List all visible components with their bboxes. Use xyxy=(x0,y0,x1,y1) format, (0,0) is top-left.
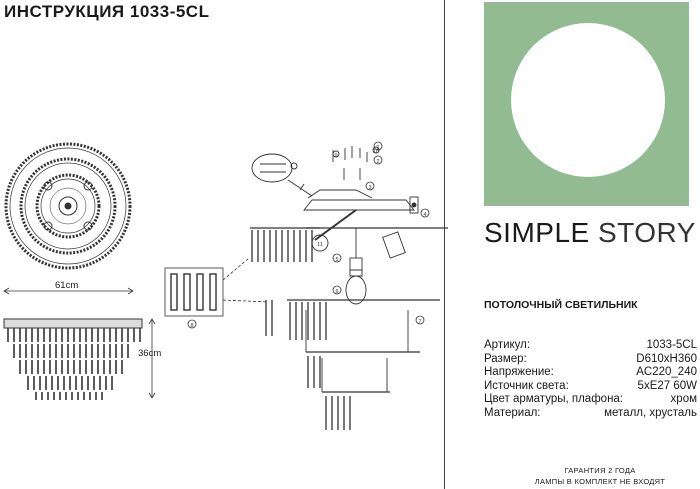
crystal-detail-box xyxy=(164,257,269,329)
spec-row: Цвет арматуры, плафона: хром xyxy=(484,393,697,407)
document-title: ИНСТРУКЦИЯ 1033-5CL xyxy=(4,2,210,21)
spec-label: Размер: xyxy=(484,352,527,365)
callout-number: 11 xyxy=(317,242,323,248)
column-divider xyxy=(444,0,445,489)
callout-number: 10 xyxy=(373,149,379,155)
spec-label: Цвет арматуры, плафона: xyxy=(484,393,624,405)
exploded-assembly xyxy=(250,146,448,393)
spec-value: металл, хрусталь xyxy=(604,406,697,419)
warranty-note: ГАРАНТИЯ 2 ГОДА ЛАМПЫ В КОМПЛЕКТ НЕ ВХОД… xyxy=(520,465,680,487)
assembly-crystals xyxy=(251,230,351,430)
spec-row: Материал: металл, хрусталь xyxy=(484,407,697,421)
callout-number: 9 xyxy=(334,153,337,159)
callout-number: 2 xyxy=(376,159,379,165)
brand-word-1: SIMPLE xyxy=(484,217,590,248)
callout-number: 8 xyxy=(190,323,193,329)
callout-number: 5 xyxy=(335,257,338,263)
spec-row: Размер: D610хH360 xyxy=(484,353,697,367)
height-label: 36cm xyxy=(138,348,162,359)
width-label: 61cm xyxy=(55,280,79,291)
brand-logo-circle xyxy=(511,23,665,177)
callout-number: 6 xyxy=(335,289,338,295)
spec-label: Напряжение: xyxy=(484,366,554,378)
callout-markers xyxy=(332,141,430,325)
callout-number: 4 xyxy=(423,212,426,218)
spec-row: Напряжение: AC220_240 xyxy=(484,366,697,380)
spec-row: Источник света: 5xE27 60W xyxy=(484,380,697,394)
brand-name: SIMPLE STORY xyxy=(484,217,696,249)
brand-word-2: STORY xyxy=(597,217,696,248)
spec-value: D610хH360 xyxy=(636,352,697,365)
side-view-drawing xyxy=(3,318,143,400)
top-view-drawing xyxy=(4,142,132,270)
spec-table: Артикул: 1033-5CL Размер: D610хH360 Напр… xyxy=(484,339,697,420)
spec-label: Источник света: xyxy=(484,379,569,392)
product-type: ПОТОЛОЧНЫЙ СВЕТИЛЬНИК xyxy=(484,299,638,311)
spec-value: хром xyxy=(670,393,697,405)
height-dimension-line xyxy=(148,318,156,399)
spec-value: 5xE27 60W xyxy=(637,379,697,392)
brand-logo-box xyxy=(484,2,689,206)
callout-number: 7 xyxy=(418,319,421,325)
width-dimension-line xyxy=(3,287,134,295)
warranty-line-1: ГАРАНТИЯ 2 ГОДА xyxy=(564,466,636,475)
callout-number: 1 xyxy=(376,145,379,151)
warranty-line-2: ЛАМПЫ В КОМПЛЕКТ НЕ ВХОДЯТ xyxy=(534,477,666,486)
callout-number: 3 xyxy=(368,185,371,191)
spec-value: 1033-5CL xyxy=(646,339,697,351)
spec-row: Артикул: 1033-5CL xyxy=(484,339,697,353)
spec-value: AC220_240 xyxy=(636,366,697,378)
spec-label: Артикул: xyxy=(484,339,531,351)
spec-label: Материал: xyxy=(484,406,541,419)
